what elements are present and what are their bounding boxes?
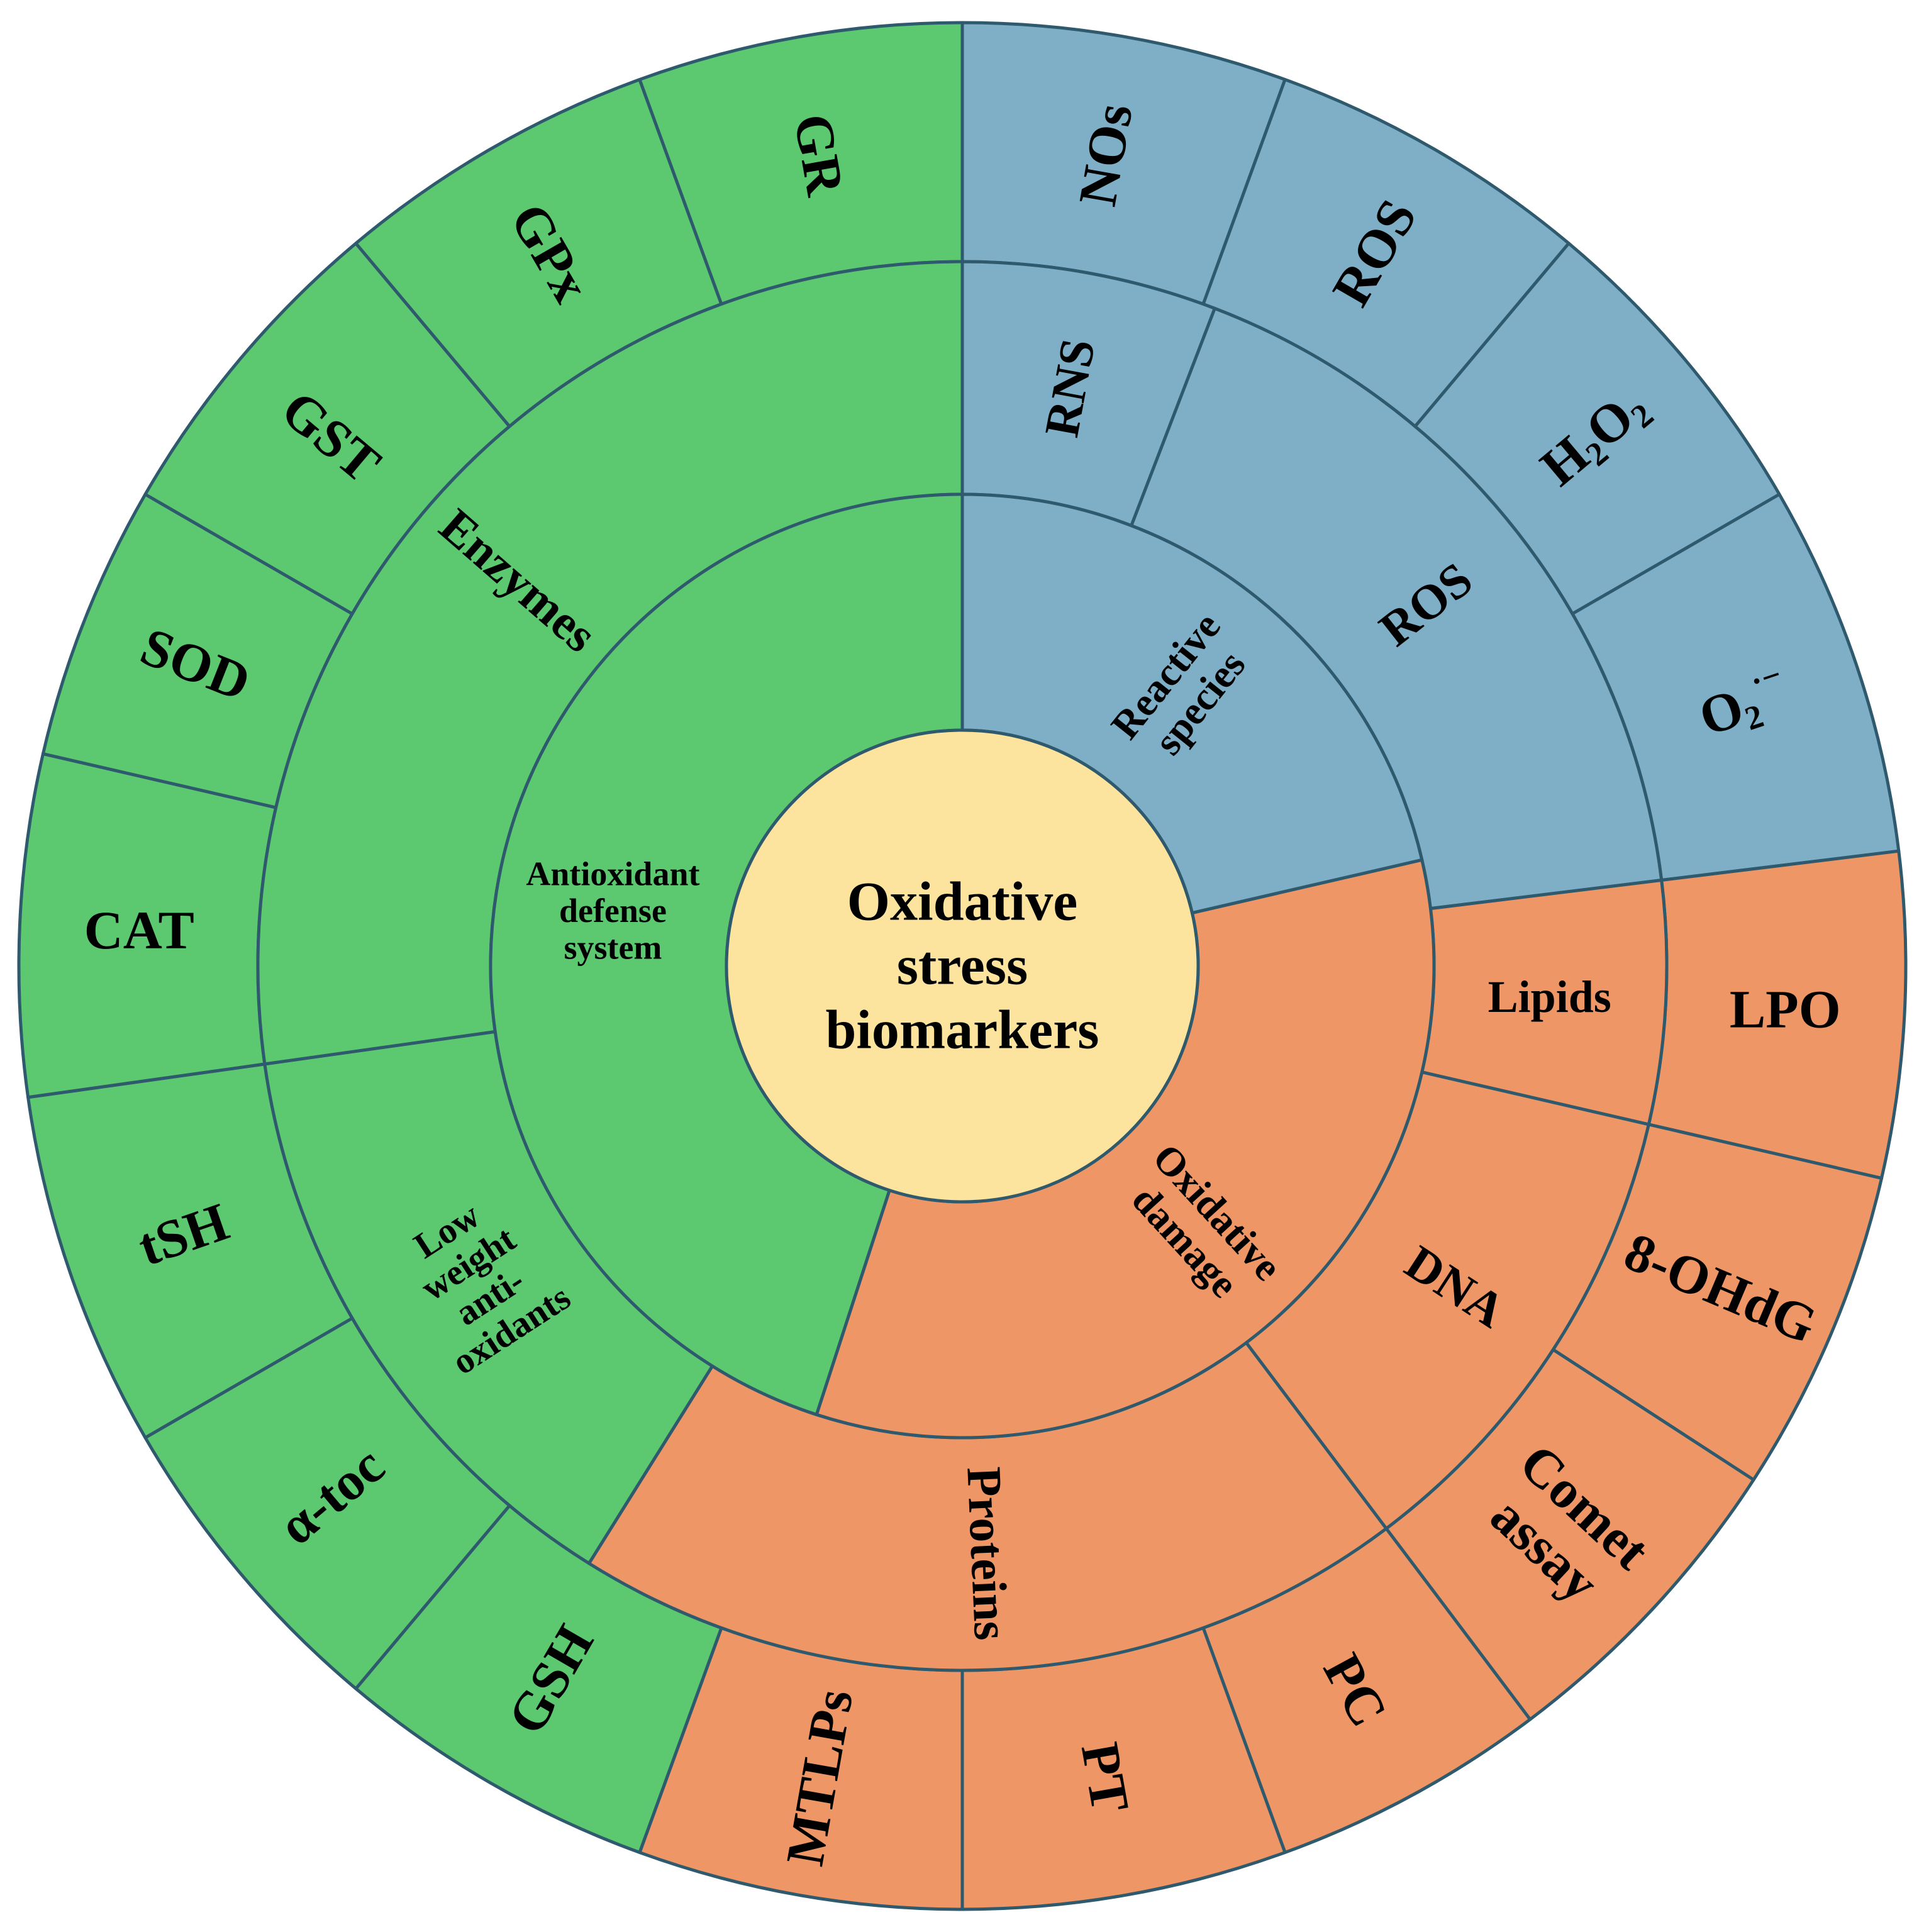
- outer-label-cat: CAT: [84, 900, 194, 960]
- outer-label-text-lpo: LPO: [1730, 979, 1841, 1040]
- outer-segment-pc: PC: [1201, 1526, 1532, 1855]
- outer-label-pt: PT: [1070, 1738, 1142, 1817]
- center-circle: [725, 728, 1200, 1204]
- outer-segment-gst: GST: [143, 242, 511, 616]
- outer-label-text-cat: CAT: [84, 900, 194, 960]
- outer-segment-mtlps: MTLPs: [638, 1626, 964, 1911]
- center-title-line-1: Oxidative: [847, 872, 1078, 933]
- outer-label-text-gr: GR: [782, 109, 856, 201]
- outer-label-lpo: LPO: [1730, 979, 1841, 1040]
- outer-segment-ros-outer: ROS: [1201, 77, 1571, 428]
- outer-ring-biomarkers: NOsROSH2O2O2·−LPO8-OHdGCometassayPCPTMTL…: [17, 21, 1908, 1911]
- middle-label-text-lipids: Lipids: [1488, 972, 1611, 1022]
- center-title-line-2: stress: [897, 936, 1028, 997]
- middle-segment-proteins: Proteins: [587, 1341, 1388, 1672]
- outer-segment-cat: CAT: [17, 752, 278, 1099]
- middle-label-lipids: Lipids: [1488, 972, 1611, 1022]
- outer-segment-lpo: LPO: [1647, 849, 1908, 1180]
- outer-segment-sod: SOD: [41, 492, 354, 809]
- outer-segment-superoxide: O2·−: [1571, 492, 1901, 882]
- inner-label-text-antioxidant-defense-system-2: defense: [559, 892, 667, 930]
- outer-label-text-pt: PT: [1070, 1738, 1142, 1817]
- middle-label-proteins: Proteins: [957, 1465, 1019, 1641]
- middle-ring-categories: RNSROSLipidsDNAProteinsLowweightanti-oxi…: [256, 260, 1669, 1672]
- middle-label-text-proteins: Proteins: [957, 1465, 1019, 1641]
- inner-label-text-antioxidant-defense-system-1: Antioxidant: [526, 855, 699, 893]
- outer-segment-tsh: tSH: [26, 1062, 354, 1440]
- center-title-line-3: biomarkers: [825, 1000, 1099, 1061]
- outer-segment-gpx: GPx: [354, 77, 723, 428]
- inner-label-text-antioxidant-defense-system-3: system: [564, 928, 662, 966]
- outer-segment-gr: GR: [638, 21, 964, 306]
- center-hub: Oxidative stress biomarkers: [725, 728, 1200, 1204]
- middle-segment-dna: DNA: [1244, 1070, 1650, 1530]
- outer-segment-alpha-toc: α-toc: [143, 1316, 511, 1690]
- outer-label-gr: GR: [782, 109, 856, 201]
